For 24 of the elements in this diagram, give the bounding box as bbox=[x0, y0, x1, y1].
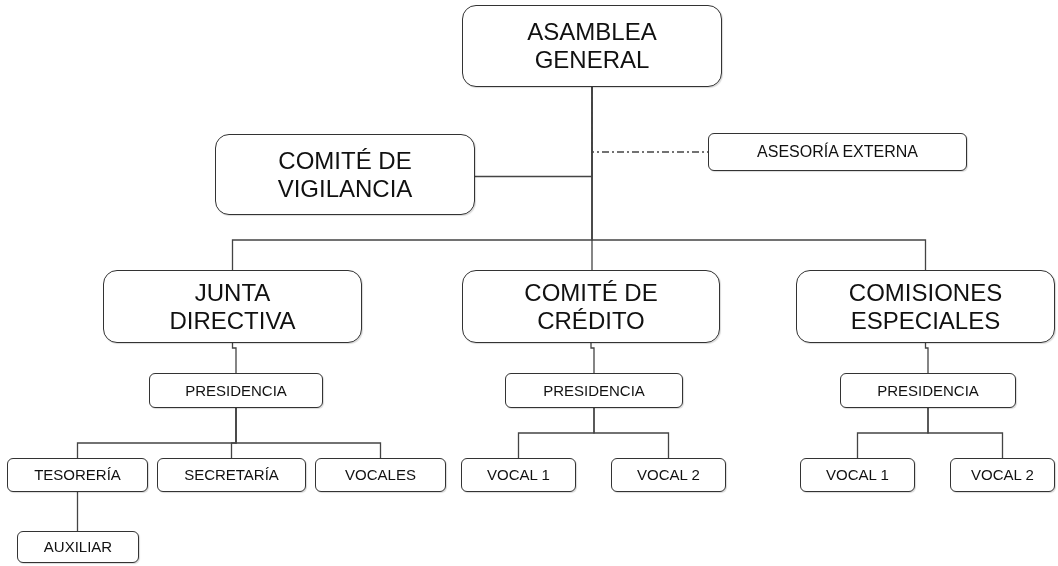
connector-line bbox=[924, 342, 929, 374]
org-box: SECRETARÍA bbox=[157, 458, 306, 492]
org-box: COMISIONES ESPECIALES bbox=[796, 270, 1055, 343]
org-box: VOCAL 1 bbox=[461, 458, 576, 492]
connector-line bbox=[231, 342, 237, 374]
org-box: ASAMBLEA GENERAL bbox=[462, 5, 722, 87]
org-box: VOCAL 2 bbox=[950, 458, 1055, 492]
org-box: PRESIDENCIA bbox=[149, 373, 323, 408]
org-box: PRESIDENCIA bbox=[505, 373, 683, 408]
connector-line bbox=[235, 407, 382, 459]
connector-line bbox=[927, 407, 1004, 459]
org-box: AUXILIAR bbox=[17, 531, 139, 563]
org-box: VOCALES bbox=[315, 458, 446, 492]
org-box: VOCAL 1 bbox=[800, 458, 915, 492]
connector-line bbox=[593, 407, 670, 459]
org-box: COMITÉ DE CRÉDITO bbox=[462, 270, 720, 343]
org-box: TESORERÍA bbox=[7, 458, 148, 492]
connector-line bbox=[590, 342, 595, 374]
org-box: VOCAL 2 bbox=[611, 458, 726, 492]
org-box: JUNTA DIRECTIVA bbox=[103, 270, 362, 343]
connector-line bbox=[76, 491, 79, 532]
org-box: PRESIDENCIA bbox=[840, 373, 1016, 408]
org-box: COMITÉ DE VIGILANCIA bbox=[215, 134, 475, 215]
org-box: ASESORÍA EXTERNA bbox=[708, 133, 967, 171]
